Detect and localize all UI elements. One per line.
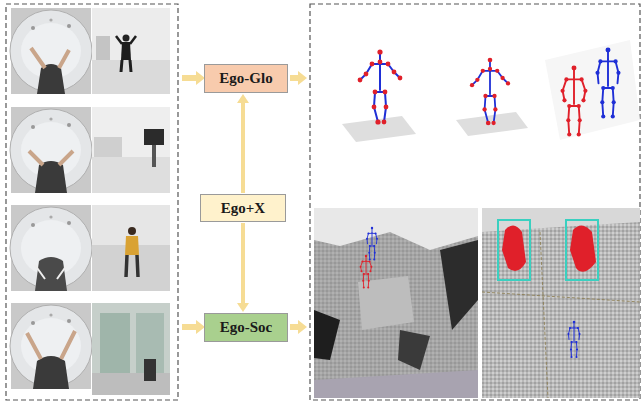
connector bbox=[237, 223, 249, 312]
method-box: Ego-Glo bbox=[204, 64, 288, 93]
method-box: Ego+X bbox=[200, 194, 286, 222]
box-label: Ego-Glo bbox=[219, 70, 272, 87]
arrow-head bbox=[237, 303, 249, 312]
box-label: Ego+X bbox=[221, 200, 265, 217]
connector-line bbox=[241, 102, 245, 193]
method-box: Ego-Soc bbox=[204, 313, 288, 342]
box-label: Ego-Soc bbox=[220, 319, 273, 336]
connector-line bbox=[241, 223, 245, 304]
arrow-head bbox=[237, 94, 249, 103]
connector bbox=[237, 94, 249, 193]
